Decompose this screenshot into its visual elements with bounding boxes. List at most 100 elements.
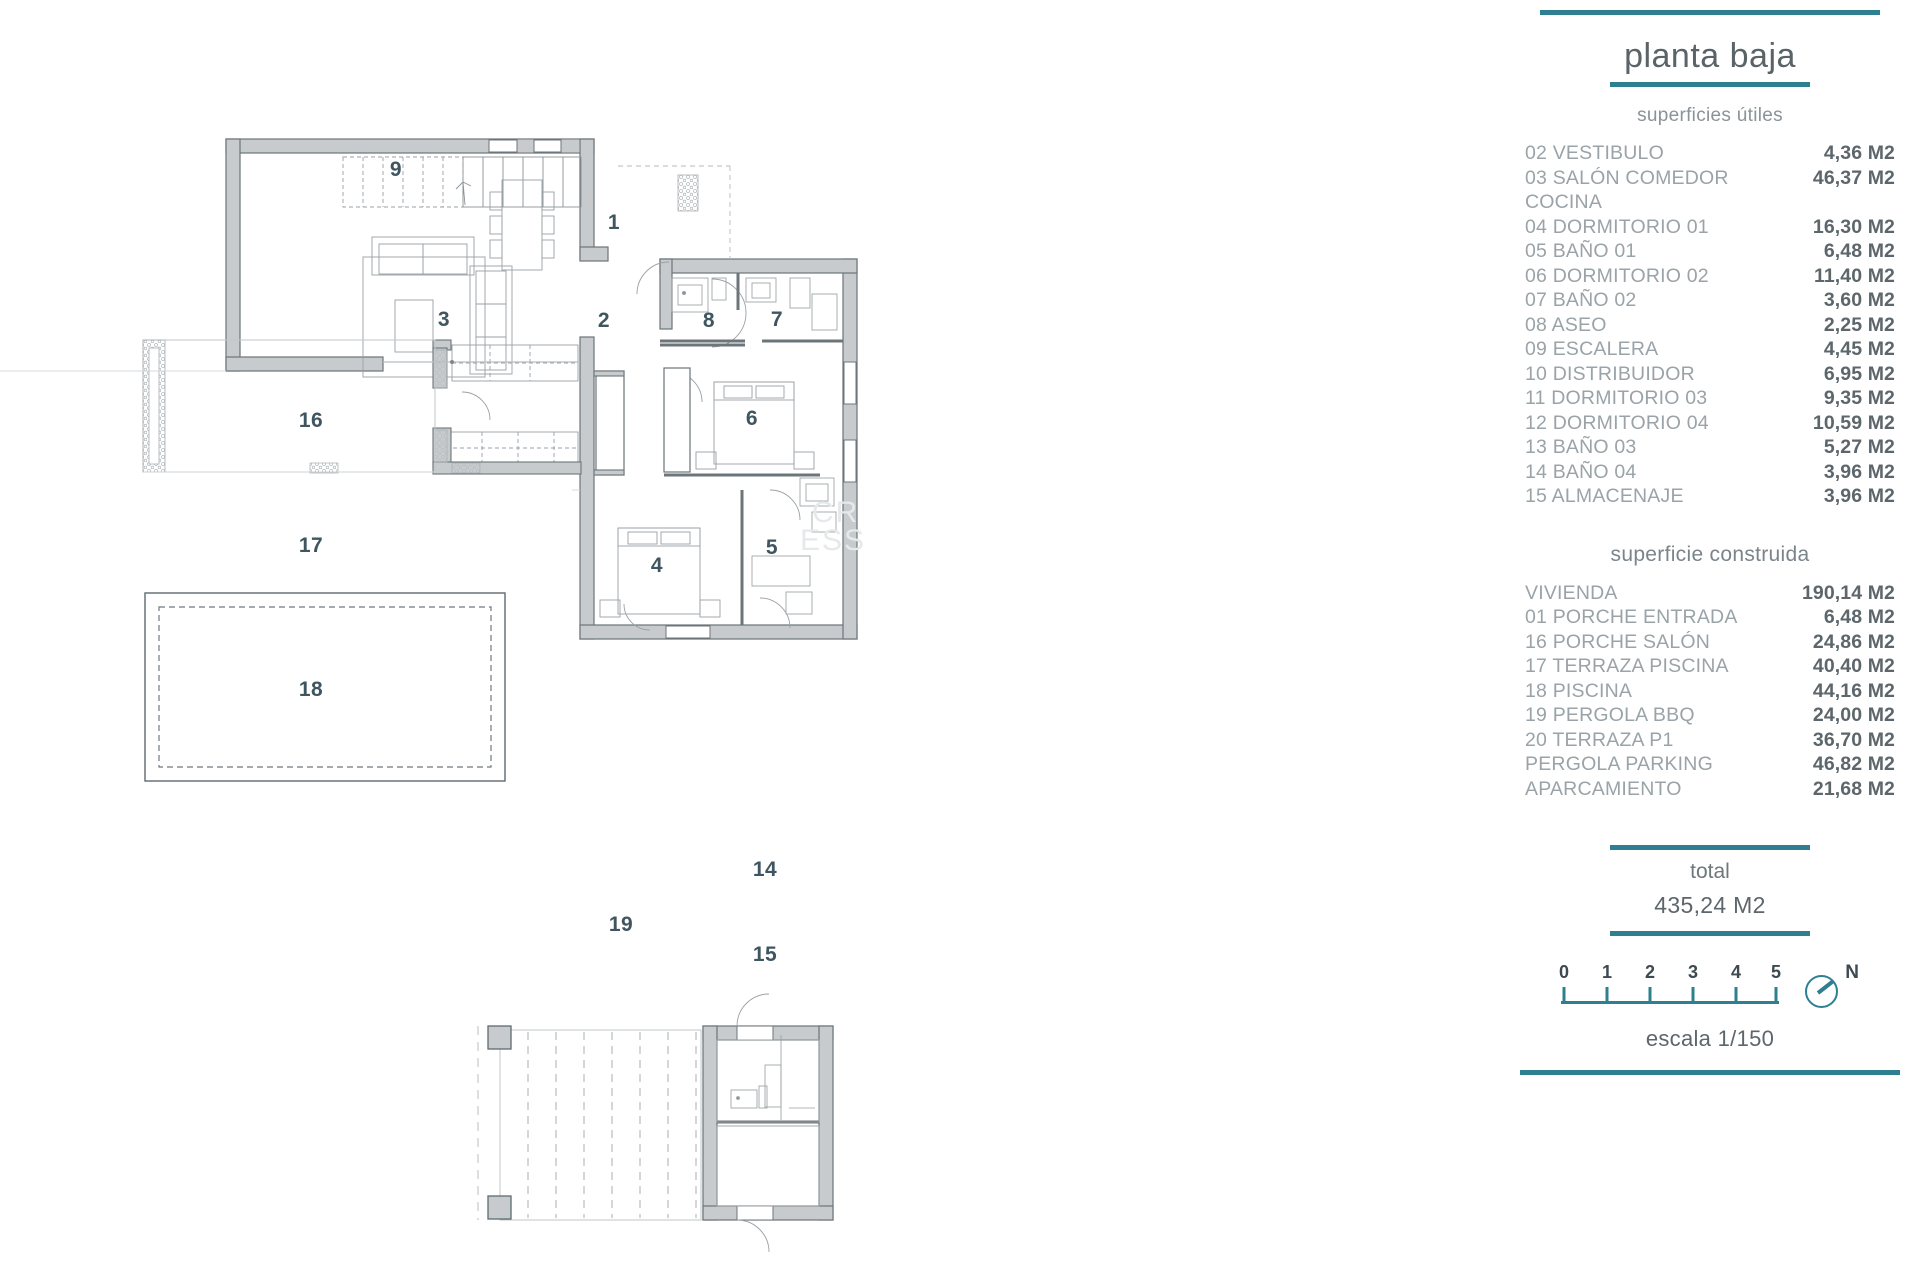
room-number-15: 15: [752, 943, 778, 966]
area-name: PERGOLA PARKING: [1525, 753, 1713, 775]
room-number-6: 6: [745, 407, 759, 430]
room-number-9: 9: [389, 158, 403, 181]
area-value: 16,30 M2: [1812, 215, 1895, 238]
table-row: VIVIENDA 190,14 M2: [1525, 581, 1895, 606]
area-value: 36,70 M2: [1812, 728, 1895, 751]
area-value: 9,35 M2: [1823, 387, 1895, 409]
table-row: COCINA: [1525, 190, 1895, 215]
room-number-7: 7: [770, 308, 784, 331]
divider-top: [1540, 10, 1880, 15]
area-value: 2,25 M2: [1823, 313, 1895, 336]
area-value: 190,14 M2: [1801, 581, 1895, 604]
table-row: 17 TERRAZA PISCINA 40,40 M2: [1525, 654, 1895, 679]
area-name: 19 PERGOLA BBQ: [1525, 704, 1695, 726]
area-name: 15 ALMACENAJE: [1525, 485, 1684, 507]
table-row: 02 VESTIBULO 4,36 M2: [1525, 141, 1895, 166]
compass-north-label: N: [1845, 962, 1859, 983]
area-value: 40,40 M2: [1812, 655, 1895, 677]
scale-tick-5: 5: [1770, 962, 1782, 982]
area-value: 21,68 M2: [1812, 777, 1895, 800]
table-row: 11 DORMITORIO 03 9,35 M2: [1525, 386, 1895, 411]
watermark-line-2: ESS: [800, 524, 867, 557]
area-name: 02 VESTIBULO: [1525, 142, 1664, 164]
floorplan-drawing: 1 2 3 4 5 6 7 8 9 14 15 16 17 18 19 CR E…: [0, 138, 867, 1253]
scale-tick-mark-3: [1691, 987, 1695, 1004]
scale-tick-3: 3: [1687, 962, 1699, 982]
area-value: 24,86 M2: [1812, 630, 1895, 653]
built-areas-heading: superficie construida: [1610, 542, 1810, 566]
area-name: 07 BAÑO 02: [1525, 289, 1637, 311]
room-number-16: 16: [298, 409, 324, 432]
area-value: 6,95 M2: [1823, 362, 1895, 385]
scale-tick-0: 0: [1558, 962, 1570, 982]
room-number-17: 17: [298, 534, 324, 557]
table-row: 09 ESCALERA 4,45 M2: [1525, 337, 1895, 362]
area-value: 3,96 M2: [1823, 485, 1895, 507]
area-name: 10 DISTRIBUIDOR: [1525, 362, 1695, 385]
legend-title: planta baja: [1624, 37, 1796, 75]
useful-areas-heading: superficies útiles: [1637, 105, 1783, 126]
scale-and-compass: 0 1 2 3 4 5 N: [1500, 962, 1920, 1010]
watermark-line-1: CR: [812, 496, 860, 529]
scale-tick-mark-2: [1648, 987, 1652, 1004]
scale-tick-mark-1: [1605, 987, 1609, 1004]
area-value: 11,40 M2: [1813, 264, 1895, 287]
total-label: total: [1690, 860, 1730, 883]
divider-bottom: [1520, 1070, 1900, 1075]
area-value: 5,27 M2: [1823, 436, 1895, 458]
area-name: 18 PISCINA: [1525, 679, 1633, 702]
table-row: 19 PERGOLA BBQ 24,00 M2: [1525, 703, 1895, 728]
area-name: 17 TERRAZA PISCINA: [1525, 655, 1729, 677]
area-value: 6,48 M2: [1823, 240, 1895, 262]
area-value: 4,45 M2: [1823, 338, 1895, 360]
divider-under-title: [1610, 82, 1810, 87]
compass-icon: N: [1805, 962, 1859, 1010]
area-name: 14 BAÑO 04: [1525, 460, 1637, 483]
room-number-14: 14: [752, 858, 778, 881]
area-name: VIVIENDA: [1525, 581, 1618, 604]
area-value: 10,59 M2: [1812, 411, 1895, 434]
compass-circle: [1805, 975, 1838, 1008]
total-block: total 435,24 M2: [1500, 845, 1920, 936]
area-value: 24,00 M2: [1812, 704, 1895, 726]
area-value: 4,36 M2: [1823, 142, 1895, 164]
area-name: 12 DORMITORIO 04: [1525, 411, 1709, 434]
area-value: 3,60 M2: [1823, 289, 1895, 311]
room-number-3: 3: [437, 308, 451, 331]
area-name: 11 DORMITORIO 03: [1525, 387, 1708, 409]
table-row: 18 PISCINA 44,16 M2: [1525, 679, 1895, 704]
divider-total-bottom: [1610, 931, 1810, 936]
scale-numbers: 0 1 2 3 4 5: [1558, 962, 1782, 982]
room-number-8: 8: [702, 309, 716, 332]
scale-tick-mark-4: [1734, 987, 1738, 1004]
room-number-19: 19: [608, 913, 634, 936]
area-name: 03 SALÓN COMEDOR: [1525, 166, 1729, 189]
table-row: 10 DISTRIBUIDOR 6,95 M2: [1525, 362, 1895, 387]
floorplan-vector: [0, 138, 858, 1253]
scale-tick-2: 2: [1644, 962, 1656, 982]
room-number-1: 1: [607, 211, 621, 234]
room-number-2: 2: [597, 309, 611, 332]
area-value: [1789, 190, 1895, 215]
scale-bar: 0 1 2 3 4 5: [1558, 962, 1782, 1010]
table-row: 07 BAÑO 02 3,60 M2: [1525, 288, 1895, 313]
room-number-4: 4: [650, 554, 664, 577]
scale-tick-mark-5: [1774, 987, 1778, 1004]
scale-tick-1: 1: [1601, 962, 1613, 982]
room-number-18: 18: [298, 678, 324, 701]
divider-total-top: [1610, 845, 1810, 850]
area-value: 44,16 M2: [1812, 679, 1895, 702]
area-name: 09 ESCALERA: [1525, 338, 1659, 360]
room-number-5: 5: [765, 536, 779, 559]
legend-panel: planta baja superficies útiles 02 VESTIB…: [1500, 0, 1920, 1280]
